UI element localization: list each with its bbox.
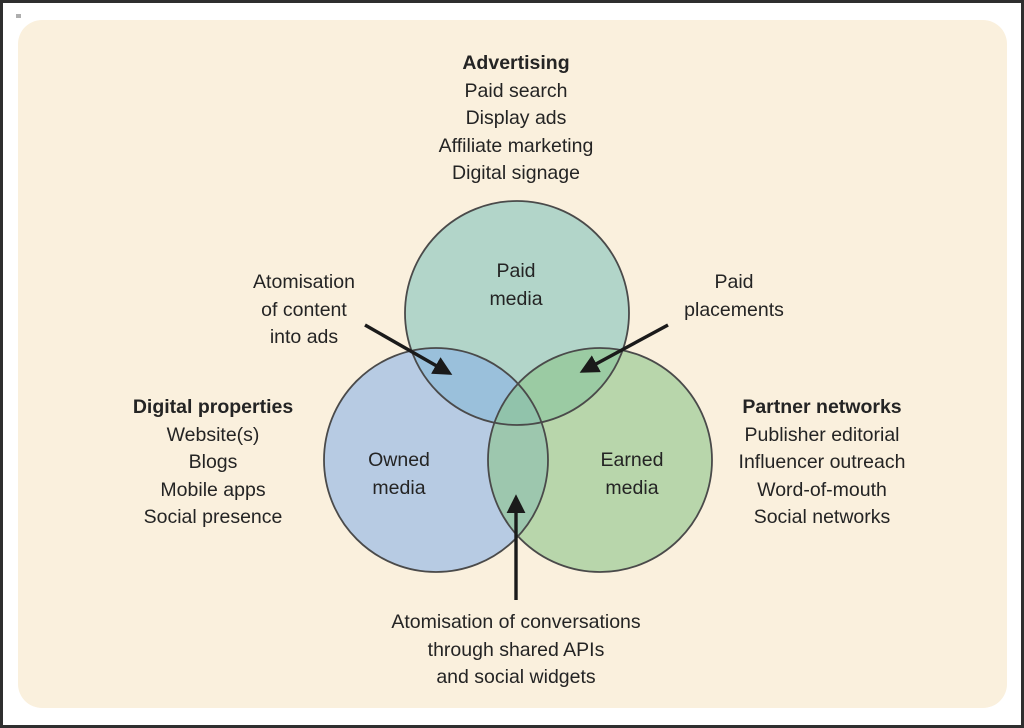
annotation-content-into-ads: Atomisation of content into ads bbox=[253, 269, 355, 352]
annotation-line: placements bbox=[684, 298, 784, 321]
owned-media-label: Owned media bbox=[368, 447, 430, 502]
paid-media-label: Paid media bbox=[489, 258, 542, 313]
annotation-line: Atomisation bbox=[253, 271, 355, 293]
annotation-line: through shared APIs bbox=[427, 638, 605, 661]
earned-media-circle-outline bbox=[487, 347, 713, 573]
owned-media-label-line: media bbox=[372, 476, 426, 499]
annotation-line: into ads bbox=[269, 326, 339, 348]
digital-properties-title: Digital properties bbox=[132, 396, 294, 418]
owned-media-circle bbox=[324, 348, 548, 572]
corner-artifact bbox=[16, 14, 21, 18]
arrow-content-into-ads bbox=[364, 323, 453, 375]
partner-networks-item: Word-of-mouth bbox=[757, 478, 887, 501]
annotation-line: Paid bbox=[714, 271, 754, 293]
paid-media-circle-outline bbox=[404, 200, 630, 426]
partner-networks-title: Partner networks bbox=[742, 396, 902, 418]
venn-diagram bbox=[323, 200, 713, 600]
digital-properties-item: Mobile apps bbox=[160, 478, 266, 501]
paid-media-label-line: Paid bbox=[496, 260, 536, 282]
advertising-item: Display ads bbox=[465, 107, 567, 129]
annotation-paid-placements: Paid placements bbox=[684, 269, 784, 324]
annotation-line: of content bbox=[261, 298, 347, 321]
advertising-item: Paid search bbox=[464, 79, 568, 102]
partner-networks-item: Social networks bbox=[753, 506, 891, 528]
owned-media-circle-outline bbox=[323, 347, 549, 573]
earned-media-label-line: media bbox=[605, 476, 659, 499]
advertising-item: Affiliate marketing bbox=[438, 134, 594, 157]
earned-media-label: Earned media bbox=[601, 447, 664, 502]
partner-networks-item: Publisher editorial bbox=[744, 423, 900, 446]
annotation-line: Atomisation of conversations bbox=[391, 611, 641, 633]
annotation-conversations: Atomisation of conversations through sha… bbox=[391, 609, 640, 692]
paid-media-label-line: media bbox=[489, 287, 543, 310]
owned-media-label-line: Owned bbox=[368, 449, 430, 471]
partner-networks-block: Partner networks Publisher editorial Inf… bbox=[739, 394, 906, 532]
digital-properties-block: Digital properties Website(s) Blogs Mobi… bbox=[133, 394, 293, 532]
annotation-line: and social widgets bbox=[436, 666, 596, 688]
digital-properties-item: Social presence bbox=[143, 506, 283, 528]
partner-networks-item: Influencer outreach bbox=[738, 451, 906, 473]
digital-properties-item: Website(s) bbox=[166, 423, 260, 446]
earned-media-circle bbox=[488, 348, 712, 572]
earned-media-label-line: Earned bbox=[600, 449, 664, 471]
advertising-title: Advertising bbox=[462, 52, 570, 74]
advertising-block: Advertising Paid search Display ads Affi… bbox=[439, 50, 594, 188]
advertising-item: Digital signage bbox=[452, 162, 580, 184]
digital-properties-item: Blogs bbox=[188, 451, 238, 473]
arrow-paid-placements bbox=[579, 323, 669, 373]
